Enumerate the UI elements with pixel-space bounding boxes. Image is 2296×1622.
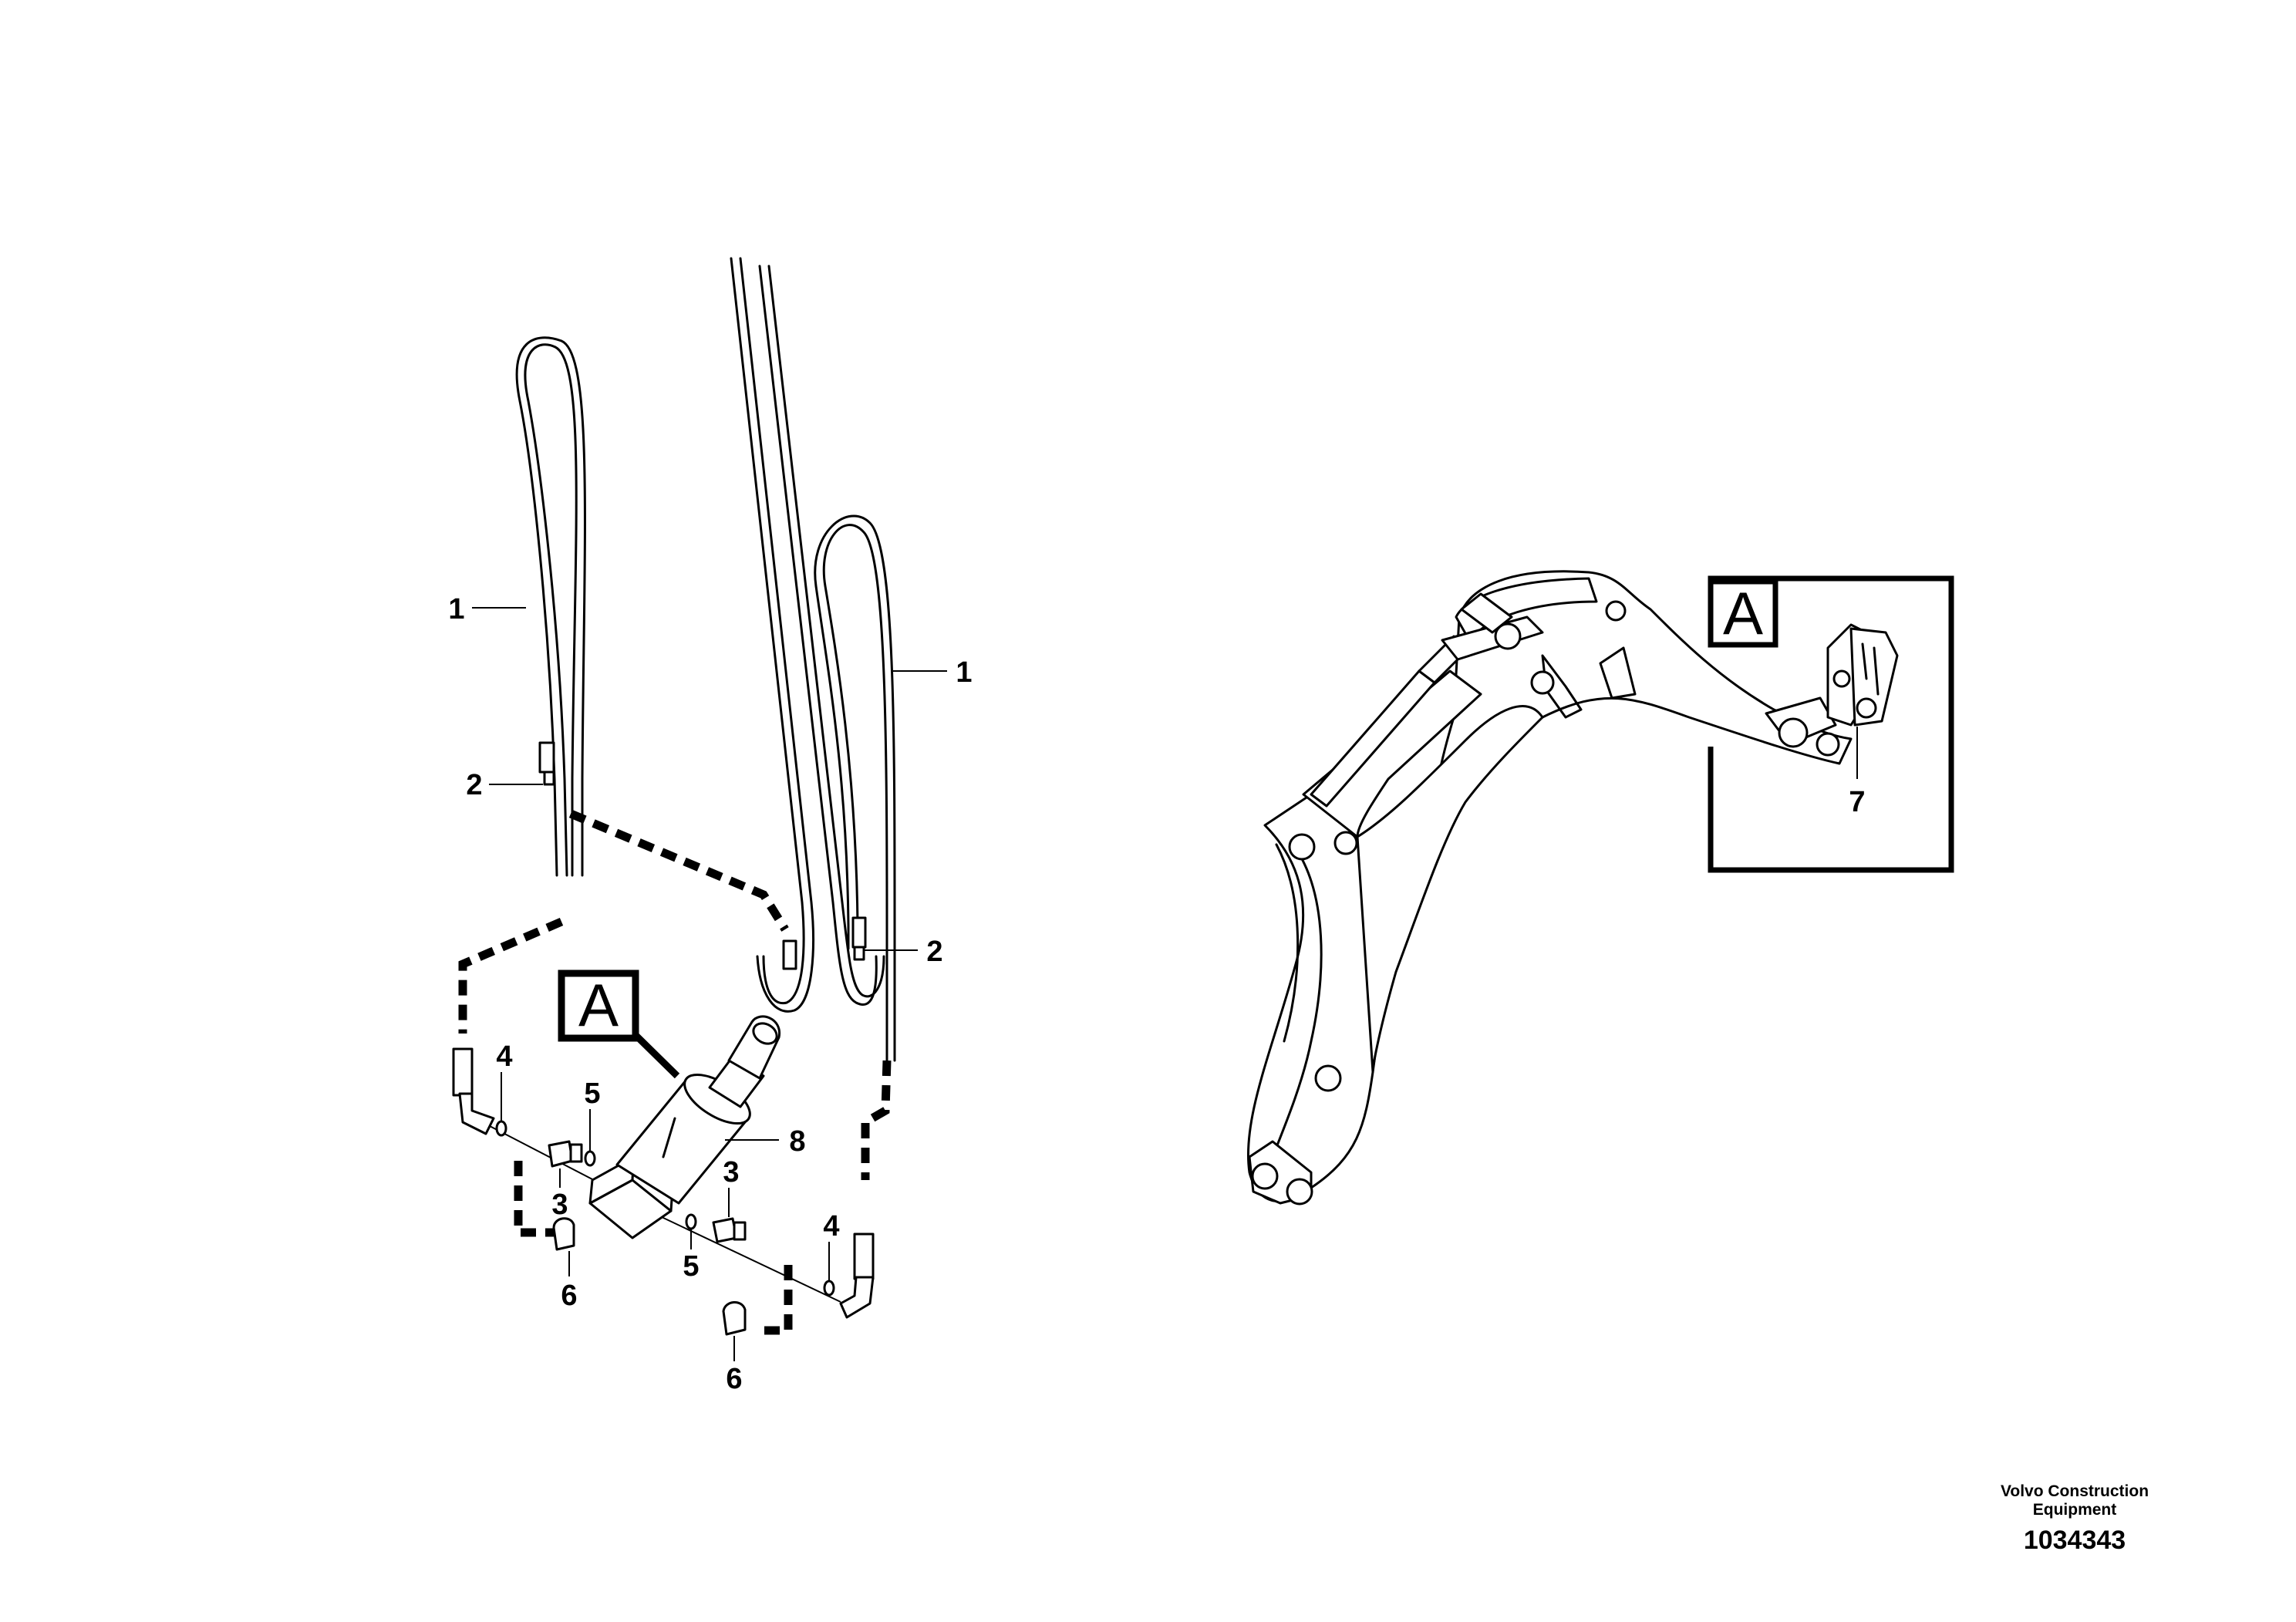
callout-washer-right: 4 <box>823 1210 839 1243</box>
detail-box-A-left: A <box>558 969 680 1079</box>
document-number: 1034343 <box>2023 1526 2126 1555</box>
callout-adapter-left: 3 <box>551 1189 568 1221</box>
callout-adapter-right: 3 <box>723 1156 739 1189</box>
callout-hose-left: 1 <box>448 593 464 626</box>
callout-hose-right: 1 <box>956 656 972 689</box>
callout-cylinder: 8 <box>789 1125 805 1158</box>
seal-left <box>584 1150 596 1167</box>
footer-brand-line1: Volvo Construction <box>2000 1482 2149 1500</box>
fitting-left-upper <box>538 741 555 786</box>
hydraulic-cylinder <box>588 1015 781 1239</box>
detail-box-A-right: A <box>1708 575 1954 873</box>
line-right-to-cyl <box>632 1202 841 1303</box>
elbow-fitting-left <box>452 1047 495 1135</box>
fitting-pipe-end <box>782 939 797 970</box>
callout-fitting-left: 2 <box>466 769 482 801</box>
fitting-right-upper <box>851 916 867 961</box>
seal-right <box>685 1213 697 1230</box>
footer-brand-line2: Equipment <box>2032 1501 2117 1519</box>
cap-left <box>552 1217 575 1251</box>
dashed-run-left-lower <box>514 1161 554 1237</box>
elbow-fitting-right <box>839 1233 875 1319</box>
callout-washer-left: 4 <box>496 1040 512 1073</box>
leader-lines-left <box>472 607 947 1361</box>
dashed-run-right-lower <box>760 1265 793 1335</box>
cap-right <box>722 1301 747 1336</box>
excavator-boom-arm <box>1246 570 1853 1206</box>
boom-pipes <box>730 257 885 1013</box>
washer-right <box>823 1280 835 1297</box>
hose-left-loop <box>515 336 586 877</box>
adapter-right <box>712 1217 747 1243</box>
hose-right-loop <box>814 514 896 1062</box>
detail-letter-A-right: A <box>1723 579 1763 647</box>
line-left-to-cyl <box>489 1125 595 1181</box>
callout-fitting-right: 2 <box>926 936 942 968</box>
callout-seal-left: 5 <box>584 1077 600 1110</box>
footer-brand: Volvo Construction Equipment 1034343 <box>1974 1482 2175 1556</box>
detail-letter-A-left: A <box>578 971 619 1039</box>
dashed-run-top <box>568 809 789 932</box>
callout-cap-right: 6 <box>726 1363 742 1395</box>
washer-left <box>495 1120 507 1137</box>
dashed-run-left <box>458 917 564 1034</box>
adapter-left <box>548 1140 583 1168</box>
attachment-bracket <box>1826 623 1899 727</box>
callout-attachment-bracket: 7 <box>1849 786 1865 818</box>
callout-cap-left: 6 <box>561 1280 577 1312</box>
dashed-run-right <box>861 1060 892 1180</box>
callout-seal-right: 5 <box>683 1250 699 1283</box>
